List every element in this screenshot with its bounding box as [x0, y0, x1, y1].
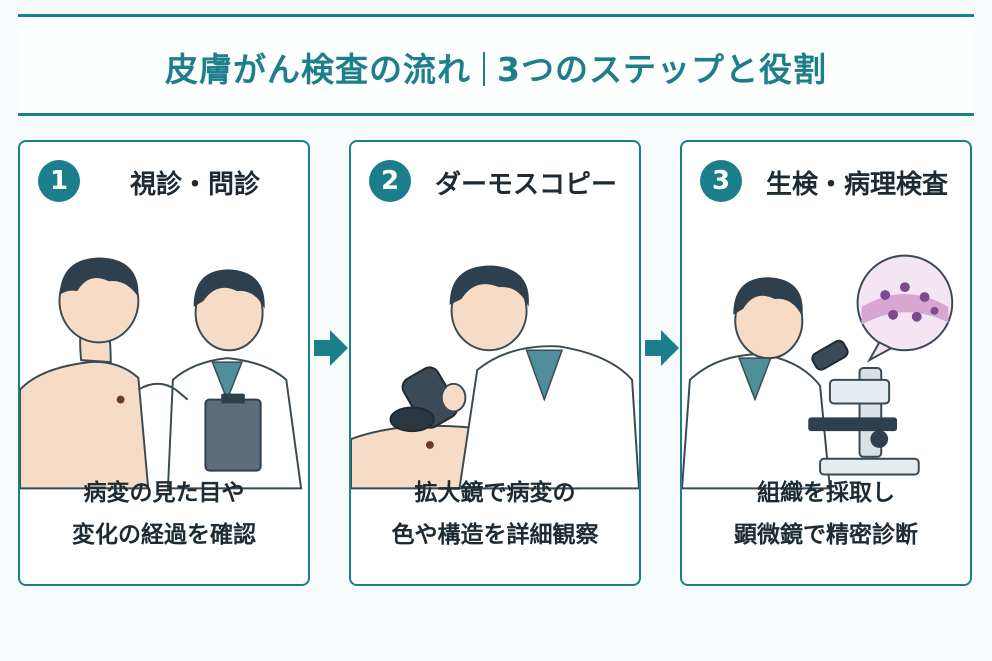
step-header-2: 2 ダーモスコピー: [351, 160, 639, 204]
step-number-3: 3: [700, 160, 742, 202]
step-card-3: 3 生検・病理検査 組織を採取し 顕微鏡で精密診断: [680, 140, 972, 586]
step-number-1: 1: [38, 160, 80, 202]
step-card-2: 2 ダーモスコピー 拡大鏡で病変の 色や構造を詳細観察: [349, 140, 641, 586]
step-title-2: ダーモスコピー: [434, 170, 617, 200]
step-description-2: 拡大鏡で病変の 色や構造を詳細観察: [351, 472, 639, 556]
doctor-examining-patient-icon: [20, 257, 303, 490]
step-title-3: 生検・病理検査: [765, 170, 948, 200]
page-title: 皮膚がん検査の流れ 3つのステップと役割: [18, 43, 974, 91]
step-desc-2-line2: 色や構造を詳細観察: [391, 522, 599, 548]
doctor-with-dermatoscope-illustration: [351, 222, 639, 518]
title-bar: 皮膚がん検査の流れ 3つのステップと役割: [18, 14, 974, 116]
arrow-right-icon: [314, 330, 348, 366]
step-card-1: 1 視診・問診 病変の見た目や 変化の経過を確認: [18, 140, 310, 586]
step-title-1: 視診・問診: [129, 170, 260, 200]
doctor-with-microscope-illustration: [682, 222, 970, 518]
title-main: 皮膚がん検査の流れ: [165, 50, 472, 89]
title-sub: 3つのステップと役割: [497, 50, 827, 89]
step-number-2: 2: [369, 160, 411, 202]
step-description-1: 病変の見た目や 変化の経過を確認: [20, 472, 308, 556]
step-header-1: 1 視診・問診: [20, 160, 308, 204]
doctor-with-microscope-icon: [682, 254, 954, 490]
title-separator: [483, 52, 486, 86]
step-desc-3-line1: 組織を採取し: [757, 480, 895, 506]
step-desc-2-line1: 拡大鏡で病変の: [414, 480, 576, 506]
step-header-3: 3 生検・病理検査: [682, 160, 970, 204]
step-description-3: 組織を採取し 顕微鏡で精密診断: [682, 472, 970, 556]
arrow-right-icon: [645, 330, 679, 366]
step-desc-1-line1: 病変の見た目や: [83, 480, 245, 506]
step-desc-1-line2: 変化の経過を確認: [72, 522, 256, 548]
doctor-examining-patient-illustration: [20, 222, 308, 518]
doctor-with-dermatoscope-icon: [351, 265, 639, 490]
step-desc-3-line2: 顕微鏡で精密診断: [734, 522, 918, 548]
